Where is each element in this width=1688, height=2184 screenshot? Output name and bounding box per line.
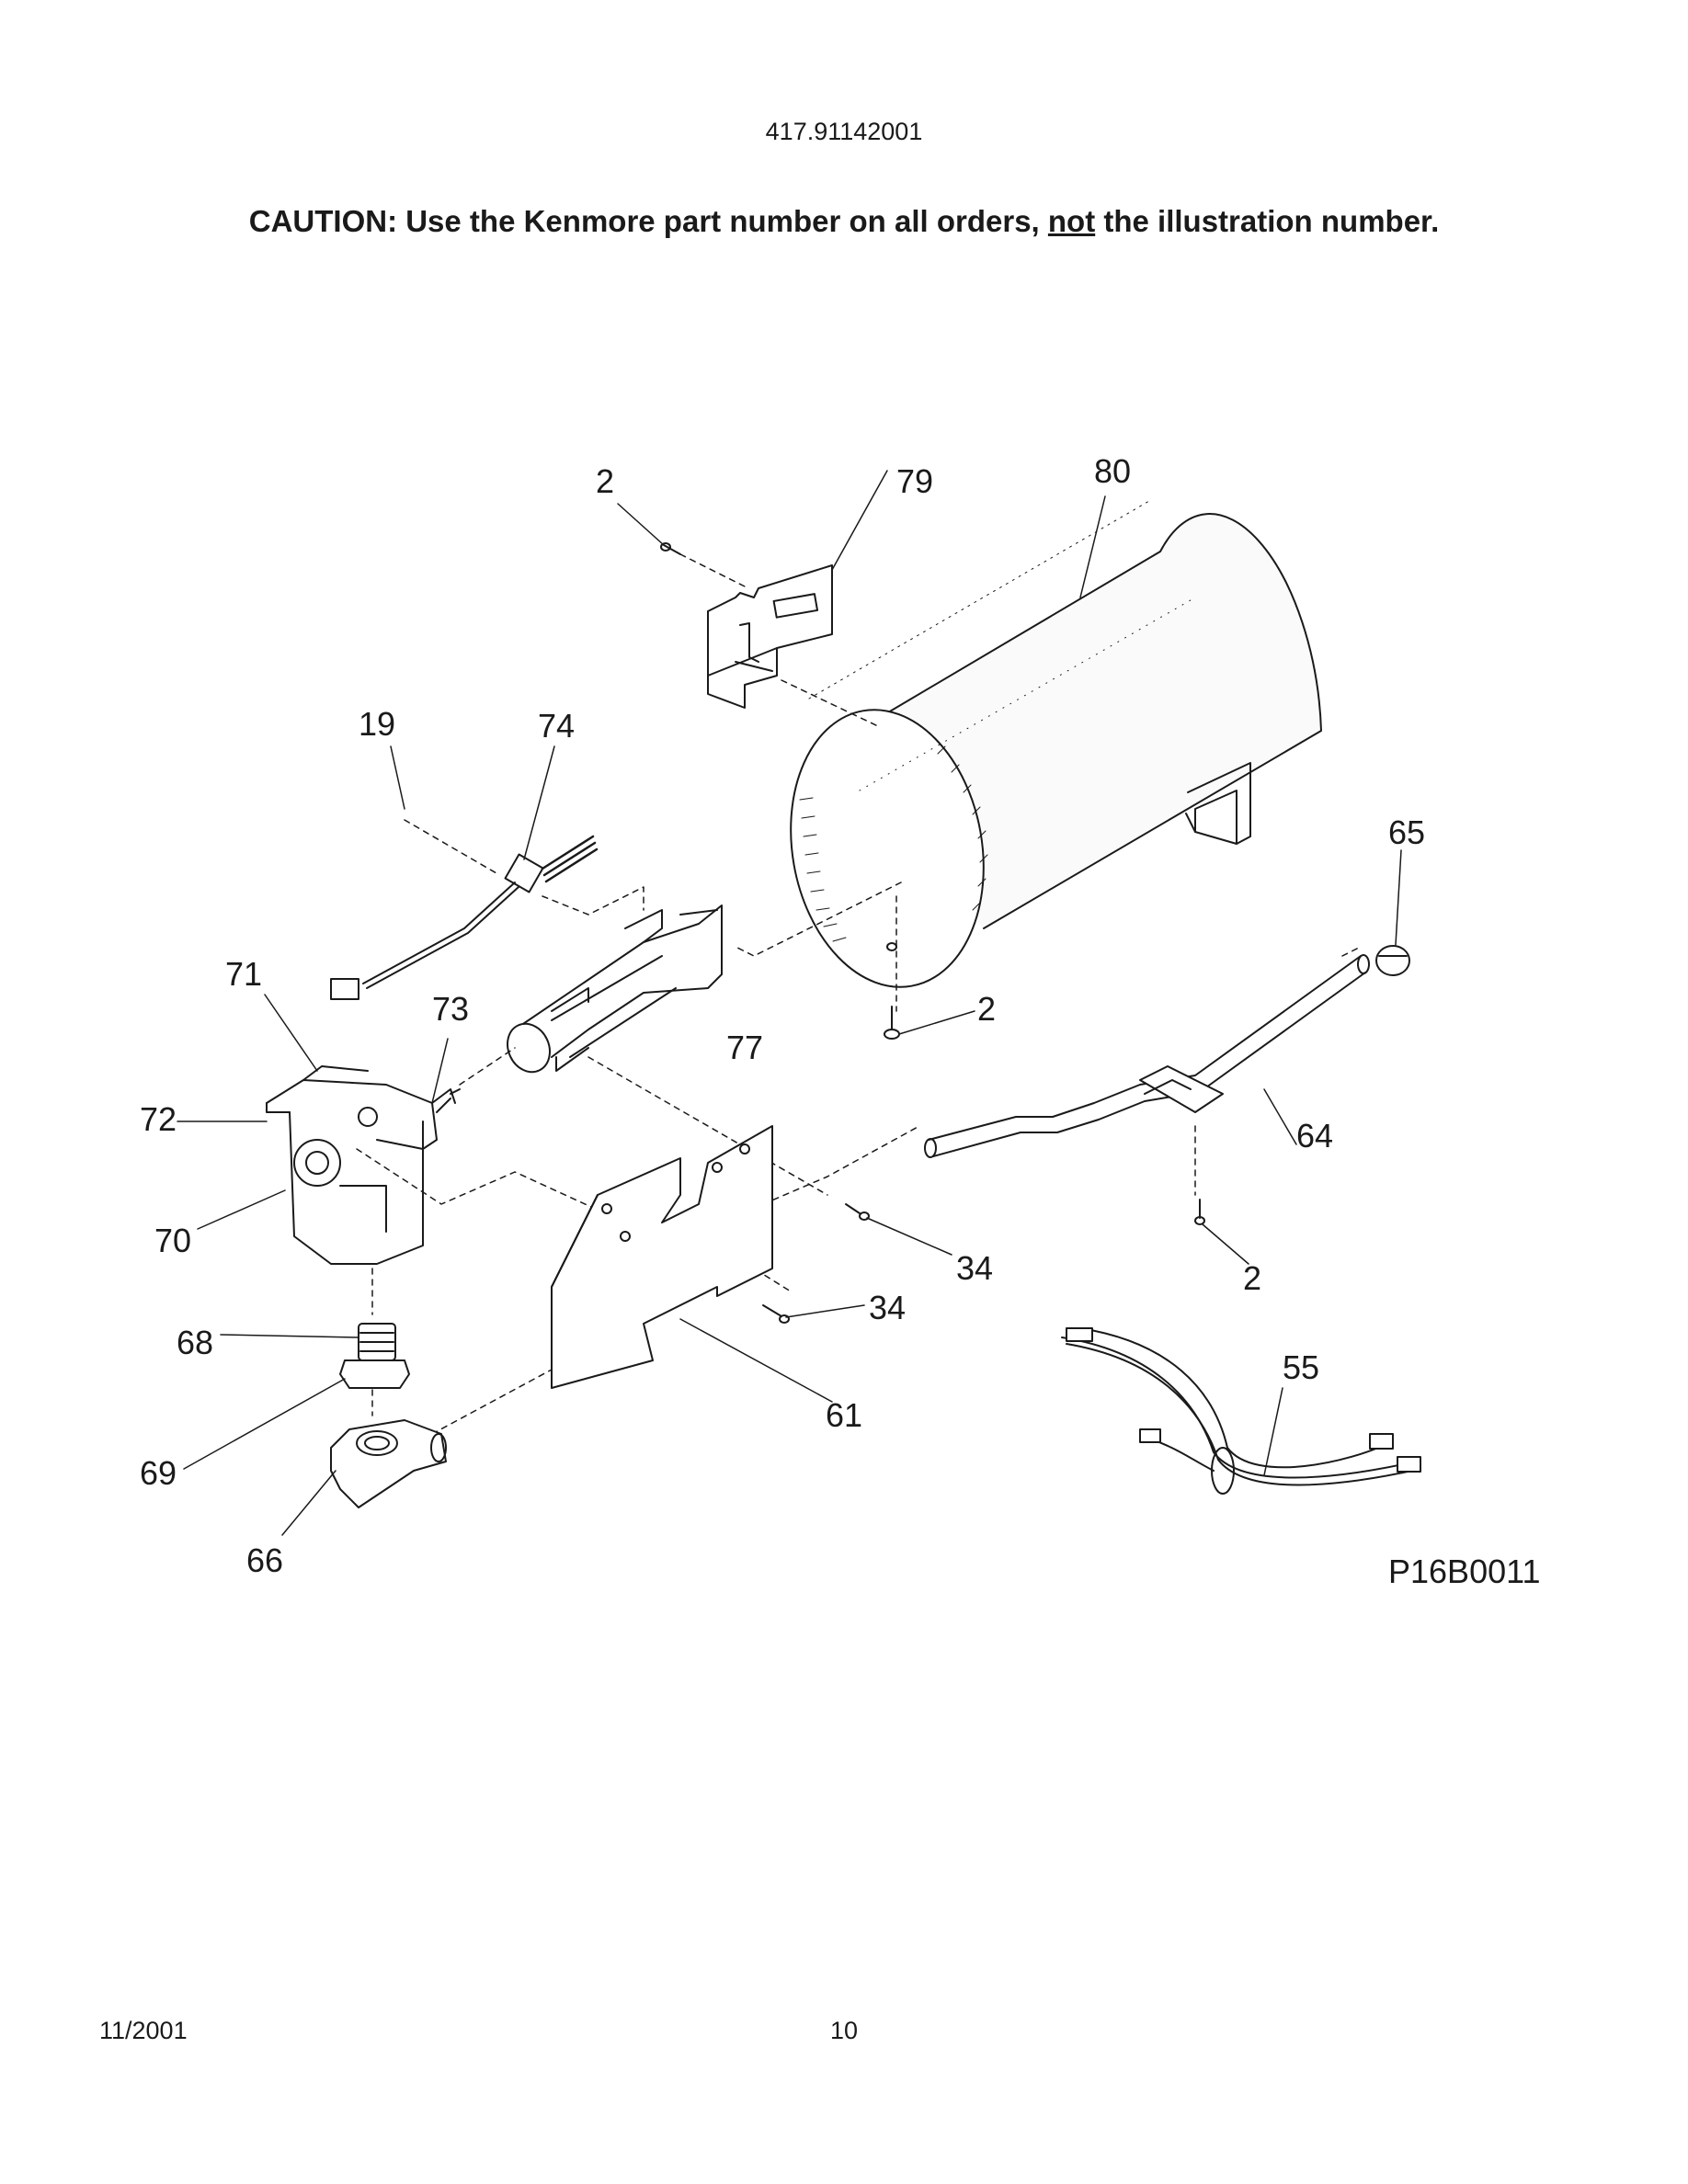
callout-70: 70 <box>154 1222 191 1259</box>
callout-66: 66 <box>246 1541 283 1579</box>
caution-suffix: the illustration number. <box>1095 204 1440 238</box>
leader-lines <box>177 470 1402 1536</box>
caution-emphasis: not <box>1047 204 1096 238</box>
manifold-pipe <box>924 954 1370 1158</box>
callout-79: 79 <box>896 462 933 500</box>
callout-64: 64 <box>1296 1117 1333 1155</box>
burner-shield <box>551 1125 773 1389</box>
figure-code: P16B0011 <box>1388 1553 1540 1590</box>
callout-2-top-screw: 2 <box>596 462 614 500</box>
model-number: 417.91142001 <box>765 118 923 145</box>
callout-68: 68 <box>177 1324 213 1361</box>
caution-prefix: CAUTION: Use the Kenmore part number on … <box>248 204 1048 238</box>
callout-61: 61 <box>826 1396 862 1434</box>
callout-77: 77 <box>726 1029 763 1066</box>
sensor-bracket <box>707 564 833 709</box>
callout-19: 19 <box>359 705 395 743</box>
gas-valve <box>266 1065 461 1265</box>
page-number: 10 <box>829 2017 859 2044</box>
callout-34-lower: 34 <box>869 1289 906 1326</box>
igniter <box>330 819 644 1000</box>
callout-65: 65 <box>1388 813 1425 851</box>
burner-tube <box>507 904 723 1074</box>
screws-34 <box>762 1203 870 1324</box>
callout-55: 55 <box>1283 1348 1319 1386</box>
callout-34-upper: 34 <box>956 1249 993 1287</box>
callout-72: 72 <box>140 1100 177 1138</box>
callout-74: 74 <box>538 707 575 745</box>
screw-top <box>660 542 879 727</box>
pipe-cap <box>1375 945 1410 976</box>
callout-2-pipe-screw: 2 <box>1243 1259 1261 1297</box>
wire-harness <box>1061 1327 1421 1495</box>
footer-date: 11/2001 <box>99 2017 188 2044</box>
callout-73: 73 <box>432 990 469 1028</box>
callout-71: 71 <box>225 955 262 993</box>
callout-80: 80 <box>1094 452 1131 490</box>
caution-notice: CAUTION: Use the Kenmore part number on … <box>0 204 1688 239</box>
callout-labels: 2 79 80 19 74 65 71 73 2 77 72 64 70 34 … <box>140 452 1540 1590</box>
valve-fittings <box>330 1323 447 1508</box>
screw-pipe <box>1194 1199 1205 1225</box>
callout-69: 69 <box>140 1454 177 1492</box>
combustion-chamber-drum <box>790 500 1322 1012</box>
callout-2-drum-screw: 2 <box>977 990 996 1028</box>
